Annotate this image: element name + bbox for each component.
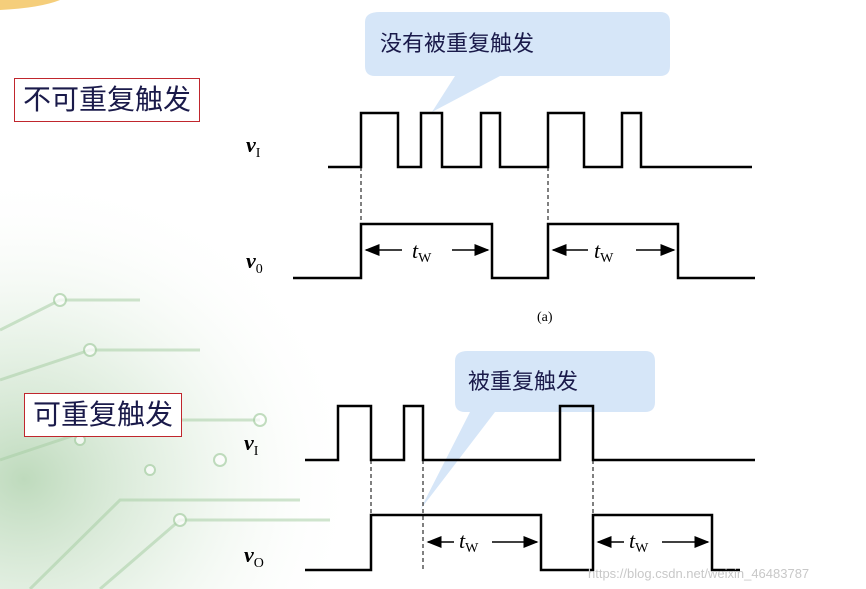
pulse-width-label-b1: tW <box>459 528 479 556</box>
panel-b: 被重复触发 tW tW vI vO <box>244 351 755 572</box>
output-waveform-b <box>305 513 740 572</box>
pulse-width-label-b2: tW <box>629 528 649 556</box>
pulse-width-label-a2: tW <box>594 238 614 266</box>
callout-bubble-b: 被重复触发 <box>420 351 655 510</box>
watermark: https://blog.csdn.net/weixin_46483787 <box>588 566 809 581</box>
caption-a: (a) <box>537 310 553 325</box>
panel-a: 没有被重复触发 tW tW vI v0 (a) <box>246 12 755 325</box>
output-waveform-a <box>293 222 755 280</box>
input-label-a: vI <box>246 132 261 161</box>
input-waveform-a <box>328 111 752 169</box>
pulse-width-label-a1: tW <box>412 238 432 266</box>
callout-text-a: 没有被重复触发 <box>380 32 534 57</box>
title-non-retriggerable: 不可重复触发 <box>14 78 201 122</box>
callout-text-b: 被重复触发 <box>468 370 578 395</box>
input-label-b: vI <box>244 430 259 459</box>
title-retriggerable: 可重复触发 <box>24 393 183 437</box>
callout-bubble-a: 没有被重复触发 <box>365 12 670 112</box>
output-label-a: v0 <box>246 248 263 277</box>
output-label-b: vO <box>244 542 264 571</box>
input-waveform-b <box>305 404 755 462</box>
